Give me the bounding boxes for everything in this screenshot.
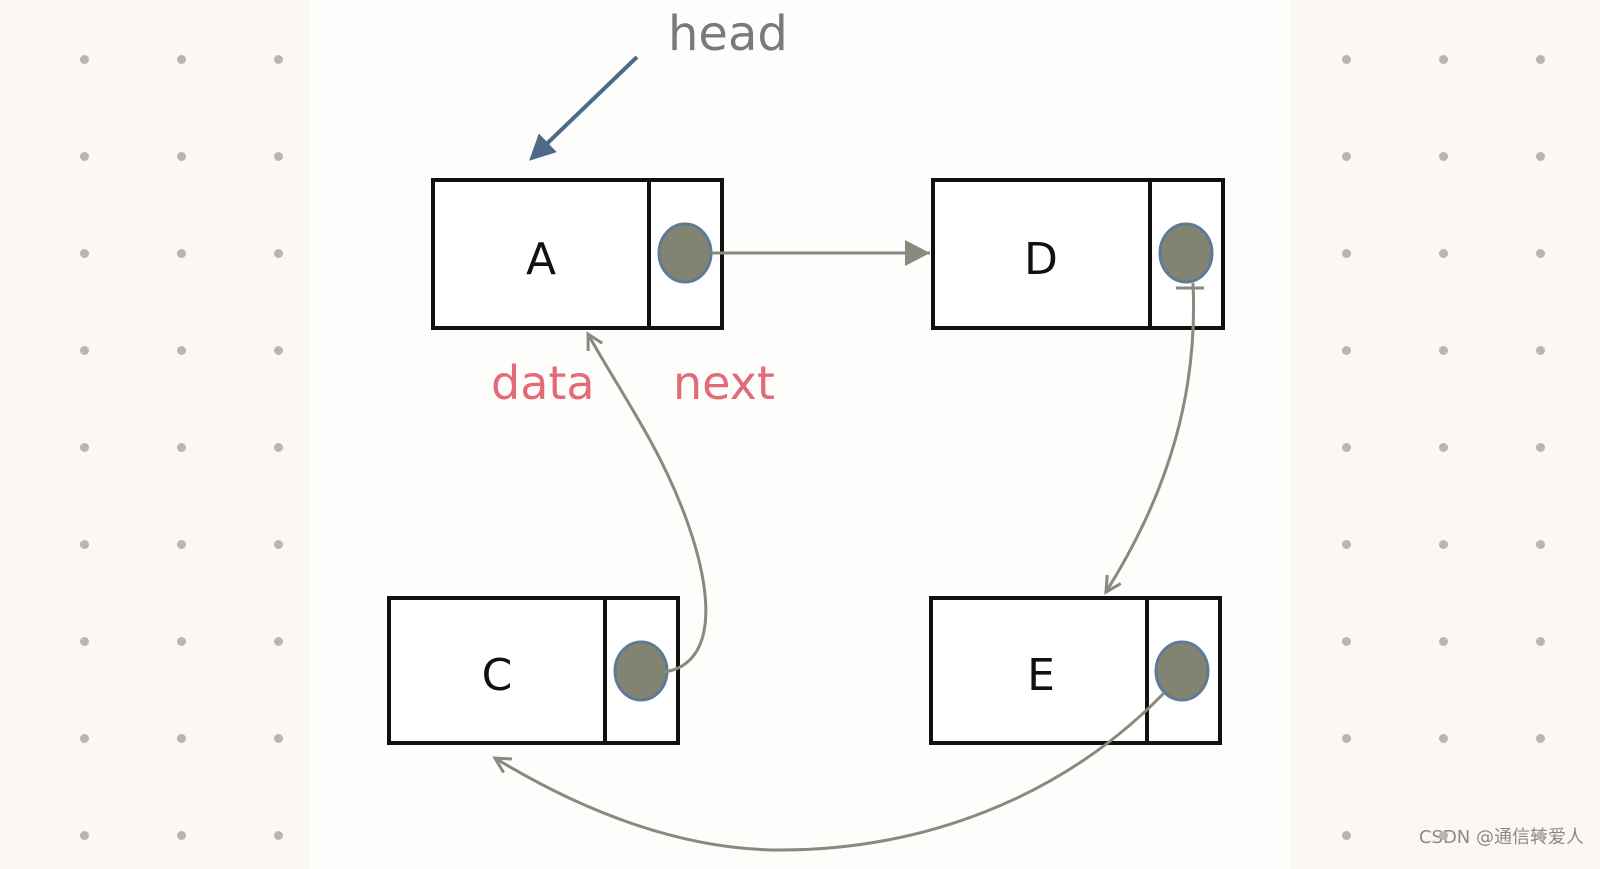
node-d-next-pointer-icon bbox=[1158, 222, 1214, 284]
left-grid-dot bbox=[177, 346, 186, 355]
left-grid-dot bbox=[177, 734, 186, 743]
left-grid-dot bbox=[177, 249, 186, 258]
node-d: D bbox=[931, 178, 1225, 330]
right-grid-dot bbox=[1342, 637, 1351, 646]
node-a-next-pointer-icon bbox=[657, 222, 713, 284]
left-grid-dot bbox=[274, 249, 283, 258]
right-grid-dot bbox=[1342, 443, 1351, 452]
left-grid-dot bbox=[274, 55, 283, 64]
node-a-label: A bbox=[526, 234, 556, 285]
right-grid-dot bbox=[1439, 443, 1448, 452]
right-grid-dot bbox=[1439, 346, 1448, 355]
right-grid-dot bbox=[1536, 346, 1545, 355]
right-grid-dot bbox=[1439, 540, 1448, 549]
left-grid-dot bbox=[177, 831, 186, 840]
data-field-label: data bbox=[491, 356, 595, 410]
left-grid-dot bbox=[80, 637, 89, 646]
right-grid-dot bbox=[1439, 831, 1448, 840]
head-label: head bbox=[668, 6, 788, 62]
right-grid-dot bbox=[1439, 55, 1448, 64]
right-grid-dot bbox=[1536, 152, 1545, 161]
left-dotted-panel bbox=[0, 0, 310, 869]
right-grid-dot bbox=[1439, 152, 1448, 161]
node-e-next-pointer-icon bbox=[1154, 640, 1210, 702]
left-grid-dot bbox=[80, 734, 89, 743]
left-grid-dot bbox=[274, 346, 283, 355]
right-grid-dot bbox=[1342, 346, 1351, 355]
right-grid-dot bbox=[1536, 55, 1545, 64]
next-field-label: next bbox=[673, 356, 775, 410]
node-c-label: C bbox=[482, 650, 513, 701]
left-grid-dot bbox=[80, 346, 89, 355]
left-grid-dot bbox=[80, 540, 89, 549]
node-c-next-pointer-icon bbox=[613, 640, 669, 702]
right-grid-dot bbox=[1536, 831, 1545, 840]
left-grid-dot bbox=[80, 152, 89, 161]
right-grid-dot bbox=[1536, 540, 1545, 549]
node-d-label: D bbox=[1024, 234, 1058, 285]
right-grid-dot bbox=[1439, 637, 1448, 646]
left-grid-dot bbox=[274, 540, 283, 549]
link-a-to-d-arrowhead-icon bbox=[905, 240, 930, 266]
right-grid-dot bbox=[1342, 152, 1351, 161]
right-grid-dot bbox=[1439, 249, 1448, 258]
left-grid-dot bbox=[274, 734, 283, 743]
right-grid-dot bbox=[1342, 540, 1351, 549]
node-e: E bbox=[929, 596, 1222, 745]
left-grid-dot bbox=[274, 831, 283, 840]
right-grid-dot bbox=[1342, 831, 1351, 840]
left-grid-dot bbox=[80, 443, 89, 452]
right-grid-dot bbox=[1536, 249, 1545, 258]
right-dotted-panel bbox=[1290, 0, 1600, 869]
right-grid-dot bbox=[1342, 249, 1351, 258]
left-grid-dot bbox=[177, 152, 186, 161]
right-grid-dot bbox=[1536, 734, 1545, 743]
right-grid-dot bbox=[1536, 443, 1545, 452]
left-grid-dot bbox=[80, 55, 89, 64]
head-pointer-arrow bbox=[529, 55, 639, 161]
link-e-to-c bbox=[495, 691, 1166, 852]
left-grid-dot bbox=[274, 443, 283, 452]
node-e-label: E bbox=[1027, 650, 1055, 701]
right-grid-dot bbox=[1342, 55, 1351, 64]
link-c-to-a bbox=[588, 334, 708, 674]
left-grid-dot bbox=[177, 443, 186, 452]
left-grid-dot bbox=[177, 540, 186, 549]
link-d-to-e bbox=[1106, 282, 1196, 592]
right-grid-dot bbox=[1439, 734, 1448, 743]
left-grid-dot bbox=[274, 152, 283, 161]
left-grid-dot bbox=[80, 249, 89, 258]
left-grid-dot bbox=[177, 637, 186, 646]
left-grid-dot bbox=[274, 637, 283, 646]
node-c-box bbox=[387, 596, 680, 745]
left-grid-dot bbox=[80, 831, 89, 840]
left-grid-dot bbox=[177, 55, 186, 64]
node-c: C bbox=[387, 596, 680, 745]
node-a: A bbox=[431, 178, 724, 330]
right-grid-dot bbox=[1536, 637, 1545, 646]
right-grid-dot bbox=[1342, 734, 1351, 743]
